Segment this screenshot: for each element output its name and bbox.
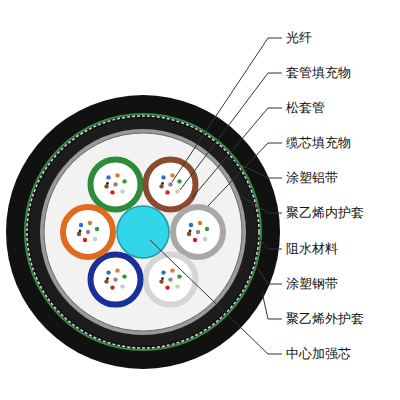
steel-tape: [25, 114, 261, 350]
part-label: 套管填充物: [285, 65, 352, 81]
leader-lines: [150, 38, 282, 354]
inner-sheath: [29, 118, 257, 346]
part-label: 涂塑钢带: [285, 276, 339, 292]
aluminium-tape: [40, 129, 246, 335]
water-block: [27, 116, 259, 348]
loose-tubes: [63, 159, 223, 304]
part-label: 涂塑铝带: [285, 170, 339, 186]
part-label: 缆芯填充物: [285, 135, 352, 151]
part-label: 聚乙烯外护套: [285, 311, 365, 327]
part-label: 松套管: [285, 100, 326, 116]
part-label: 聚乙烯内护套: [285, 205, 365, 221]
part-label: 阻水材料: [285, 241, 339, 257]
outer-sheath: [6, 95, 280, 369]
part-label: 中心加强芯: [285, 346, 352, 362]
core-filler: [44, 133, 242, 331]
part-label: 光纤: [285, 30, 313, 46]
